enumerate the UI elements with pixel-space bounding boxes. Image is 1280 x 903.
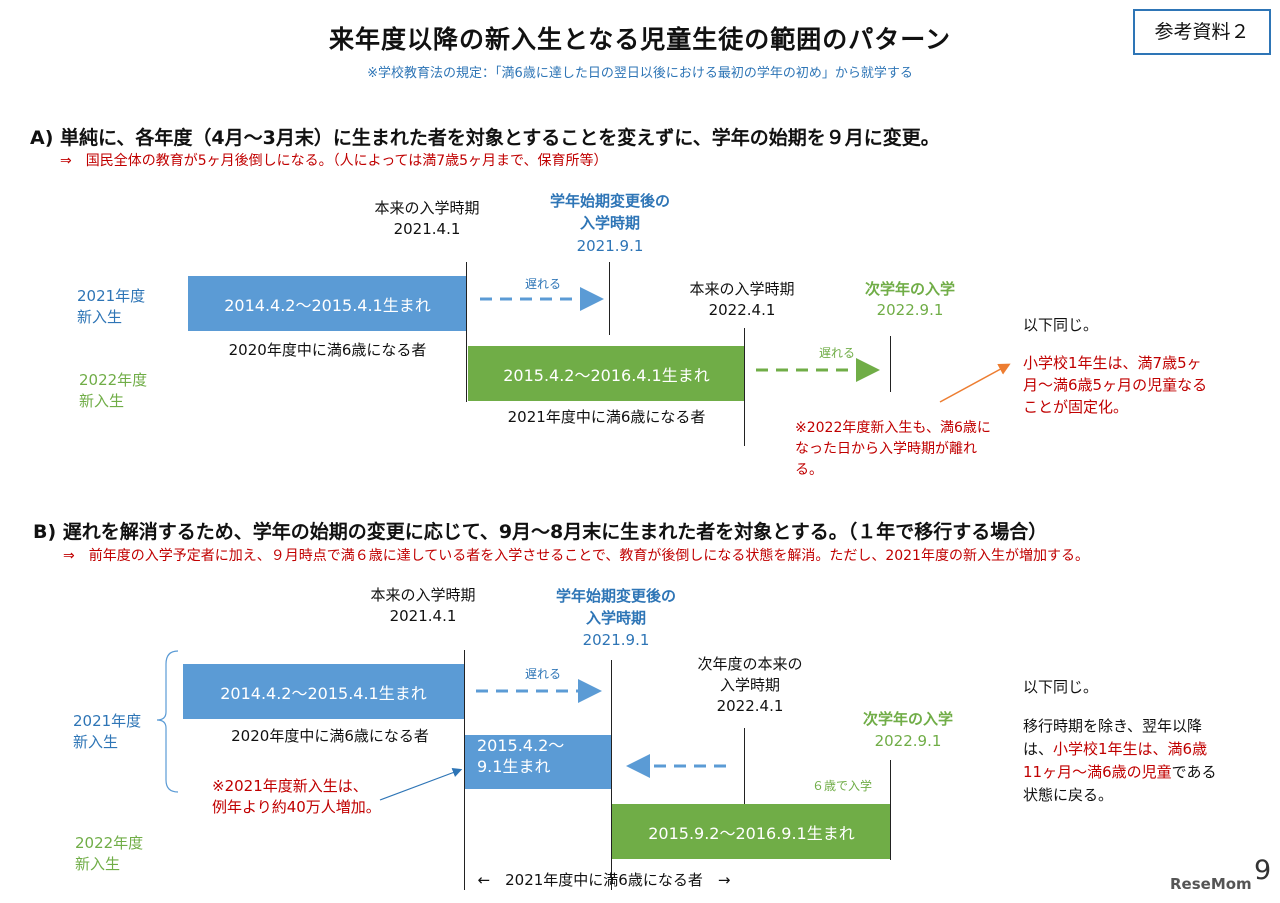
b-next-orig-label: 次年度の本来の xyxy=(697,655,803,673)
a-changed-entry-label: 学年始期変更後の xyxy=(549,192,670,210)
a-callout-arrow xyxy=(939,363,1011,403)
b-changed-entry-date: 2021.9.1 xyxy=(582,631,650,649)
b-delay-label: 遅れる xyxy=(524,667,561,681)
reference-badge: 参考資料２ xyxy=(1133,9,1271,55)
b-return-note-post: である状態に戻る。 xyxy=(1023,763,1217,804)
b-next-orig-date: 2022.4.1 xyxy=(716,697,784,715)
watermark-logo: ReseMom xyxy=(1170,875,1252,893)
b-line-2022-04 xyxy=(744,728,745,804)
a-orig-entry-date: 2021.4.1 xyxy=(393,220,461,238)
a-row1-label-2: 新入生 xyxy=(77,308,123,326)
section-a-heading: A) 単純に、各年度（4月～3月末）に生まれた者を対象とすることを変えずに、学年… xyxy=(30,127,940,149)
b-changed-entry-label: 学年始期変更後の xyxy=(555,587,676,605)
a-next-orig-label: 本来の入学時期 xyxy=(689,280,795,298)
section-b-heading: B) 遅れを解消するため、学年の始期の変更に応じて、9月～8月末に生まれた者を対… xyxy=(33,521,1048,543)
a-line-2021-04 xyxy=(466,262,467,402)
b-row1-label-2: 新入生 xyxy=(73,733,119,751)
b-six-entry-label: ６歳で入学 xyxy=(812,779,873,793)
a-bar-2022-cohort: 2015.4.2～2016.4.1生まれ xyxy=(468,346,745,401)
b-bar2-line2: 9.1生まれ xyxy=(477,757,551,776)
b-bar-2021-cohort-a: 2014.4.2～2015.4.1生まれ xyxy=(183,664,464,719)
b-return-note: 移行時期を除き、翌年以降は、小学校1年生は、満6歳11ヶ月～満6歳の児童である状… xyxy=(1023,715,1218,807)
a-line-2022-04 xyxy=(744,328,745,446)
page-number: 9 xyxy=(1254,855,1272,886)
b-next-entry-label: 次学年の入学 xyxy=(862,710,953,728)
section-a-consequence: ⇒ 国民全体の教育が5ヶ月後倒しになる。（人によっては満7歳5ヶ月まで、保育所等… xyxy=(60,153,608,169)
a-line-2021-09 xyxy=(609,262,610,335)
a-next-orig-date: 2022.4.1 xyxy=(708,301,776,319)
a-changed-entry-date: 2021.9.1 xyxy=(576,237,644,255)
a-same-after: 以下同じ。 xyxy=(1023,316,1099,334)
b-next-orig-label-2: 入学時期 xyxy=(719,676,780,694)
b-line-2022-09 xyxy=(890,760,891,860)
b-line-2021-09 xyxy=(611,660,612,890)
a-bar-2021-cohort: 2014.4.2～2015.4.1生まれ xyxy=(188,276,467,331)
a-row2-label: 2022年度 xyxy=(79,371,148,389)
b-callout-arrow xyxy=(379,768,463,801)
a-orig-entry-label: 本来の入学時期 xyxy=(374,199,480,217)
a-fixed-note: 小学校1年生は、満7歳5ヶ月～満6歳5ヶ月の児童なることが固定化。 xyxy=(1023,354,1208,416)
b-bar2-line1: 2015.4.2～ xyxy=(477,736,565,755)
b-increase-note-2: 例年より約40万人増加。 xyxy=(212,798,381,816)
b-span-caption: ← 2021年度中に満6歳になる者 → xyxy=(477,871,731,889)
b-bar-2021-cohort-b: 2015.4.2～ 9.1生まれ xyxy=(465,735,611,789)
page-title: 来年度以降の新入生となる児童生徒の範囲のパターン xyxy=(328,25,951,54)
a-next-entry-label: 次学年の入学 xyxy=(864,280,955,298)
b-next-entry-date: 2022.9.1 xyxy=(874,732,942,750)
section-b-consequence: ⇒ 前年度の入学予定者に加え、９月時点で満６歳に達している者を入学させることで、… xyxy=(63,548,1089,564)
a-next-entry-date: 2022.9.1 xyxy=(876,301,944,319)
a-line-2022-09 xyxy=(890,336,891,392)
b-bar1-caption: 2020年度中に満6歳になる者 xyxy=(231,727,429,745)
b-return-note-pre: 移行時期を除き、翌年以降は、 xyxy=(1023,717,1202,758)
a-row1-label: 2021年度 xyxy=(77,287,146,305)
a-delay-label-2: 遅れる xyxy=(818,346,855,360)
b-row2-label: 2022年度 xyxy=(75,834,144,852)
a-bar1-caption: 2020年度中に満6歳になる者 xyxy=(228,341,427,359)
b-bar-2022-cohort: 2015.9.2～2016.9.1生まれ xyxy=(612,804,891,859)
b-row1-label: 2021年度 xyxy=(73,712,142,730)
a-bar2-caption: 2021年度中に満6歳になる者 xyxy=(507,408,706,426)
b-changed-entry-label-2: 入学時期 xyxy=(585,609,646,627)
b-same-after: 以下同じ。 xyxy=(1023,678,1099,696)
b-orig-entry-date: 2021.4.1 xyxy=(389,607,457,625)
b-line-2021-04 xyxy=(464,650,465,890)
a-delay-note: ※2022年度新入生も、満6歳になった日から入学時期が離れる。 xyxy=(795,420,991,478)
b-return-note-red: 小学校1年生は、満6歳11ヶ月～満6歳の児童 xyxy=(1023,740,1208,781)
b-orig-entry-label: 本来の入学時期 xyxy=(370,586,476,604)
a-changed-entry-label-2: 入学時期 xyxy=(579,214,640,232)
a-delay-label-1: 遅れる xyxy=(524,277,561,291)
page-subtitle: ※学校教育法の規定：「満6歳に達した日の翌日以後における最初の学年の初め」から就… xyxy=(367,66,913,81)
b-row2-label-2: 新入生 xyxy=(75,855,121,873)
a-row2-label-2: 新入生 xyxy=(79,392,125,410)
b-increase-note: ※2021年度新入生は、 xyxy=(212,777,368,795)
b-cohort-brace xyxy=(156,650,179,793)
